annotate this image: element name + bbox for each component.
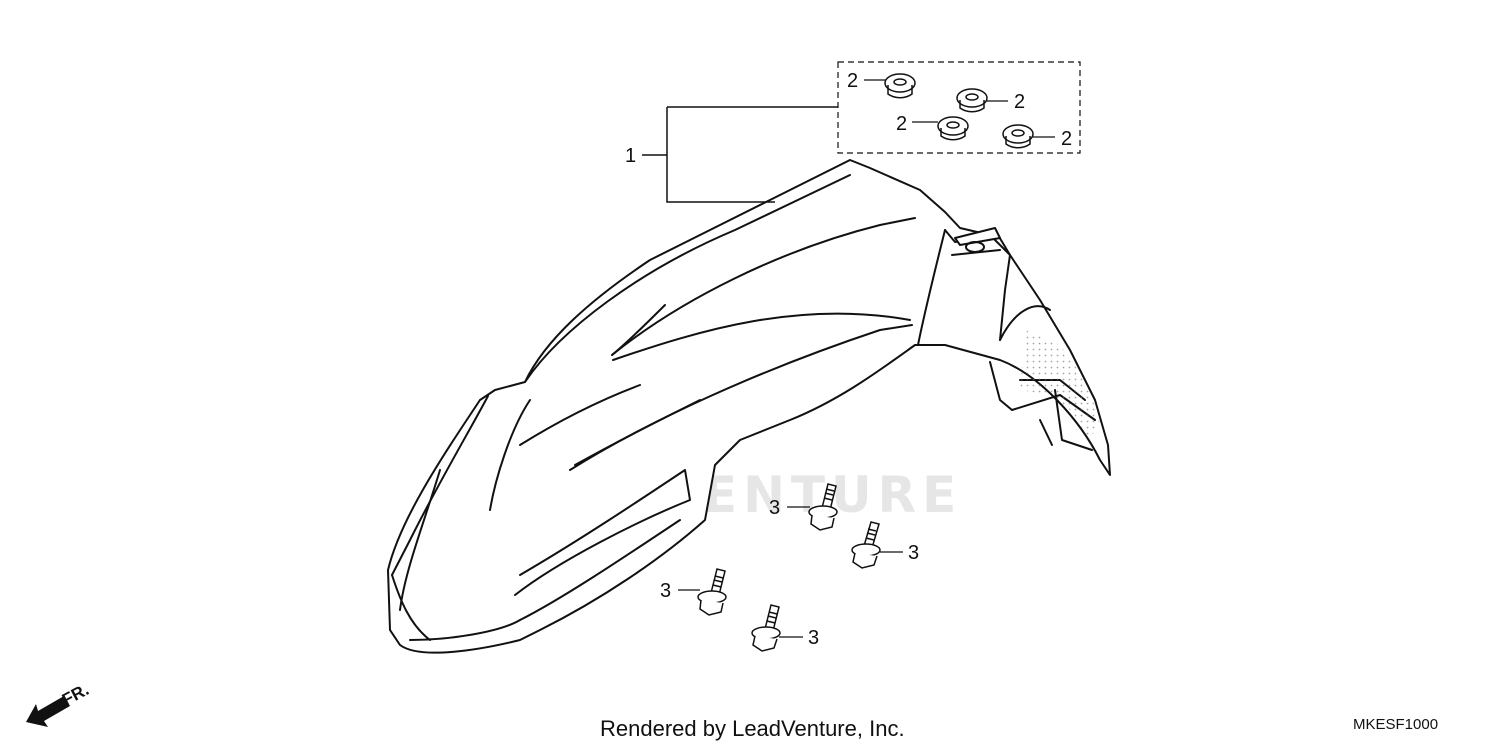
- callout-3a: 3: [769, 497, 780, 519]
- grommet-2b: [956, 88, 988, 113]
- callout-3c: 3: [660, 580, 671, 602]
- bolt-leaders: [678, 506, 903, 638]
- callout-1-leader: [642, 106, 838, 203]
- grommet-2d: [1002, 124, 1034, 149]
- bolt-3b: [851, 521, 881, 569]
- front-direction-indicator: FR.: [26, 680, 92, 727]
- bolt-3a: [808, 483, 838, 531]
- fender-rear-shading: [1020, 330, 1100, 440]
- callout-1: 1: [625, 145, 636, 167]
- front-fender: [387, 159, 1111, 654]
- callout-3d: 3: [808, 627, 819, 649]
- grommet-leaders: [864, 79, 1055, 138]
- bolt-3c: [697, 568, 727, 616]
- callout-2c: 2: [896, 113, 907, 135]
- bolt-3d: [751, 604, 781, 652]
- grommet-set-box: [837, 61, 1081, 154]
- diagram-code: MKESF1000: [1353, 716, 1439, 733]
- callout-2a: 2: [847, 70, 858, 92]
- grommet-2a: [884, 73, 916, 99]
- front-arrow-icon: [26, 696, 70, 727]
- callout-2d: 2: [1061, 128, 1072, 150]
- grommet-2c: [937, 116, 969, 141]
- callout-3b: 3: [908, 542, 919, 564]
- footer-credit: Rendered by LeadVenture, Inc.: [600, 716, 905, 741]
- callout-2b: 2: [1014, 91, 1025, 113]
